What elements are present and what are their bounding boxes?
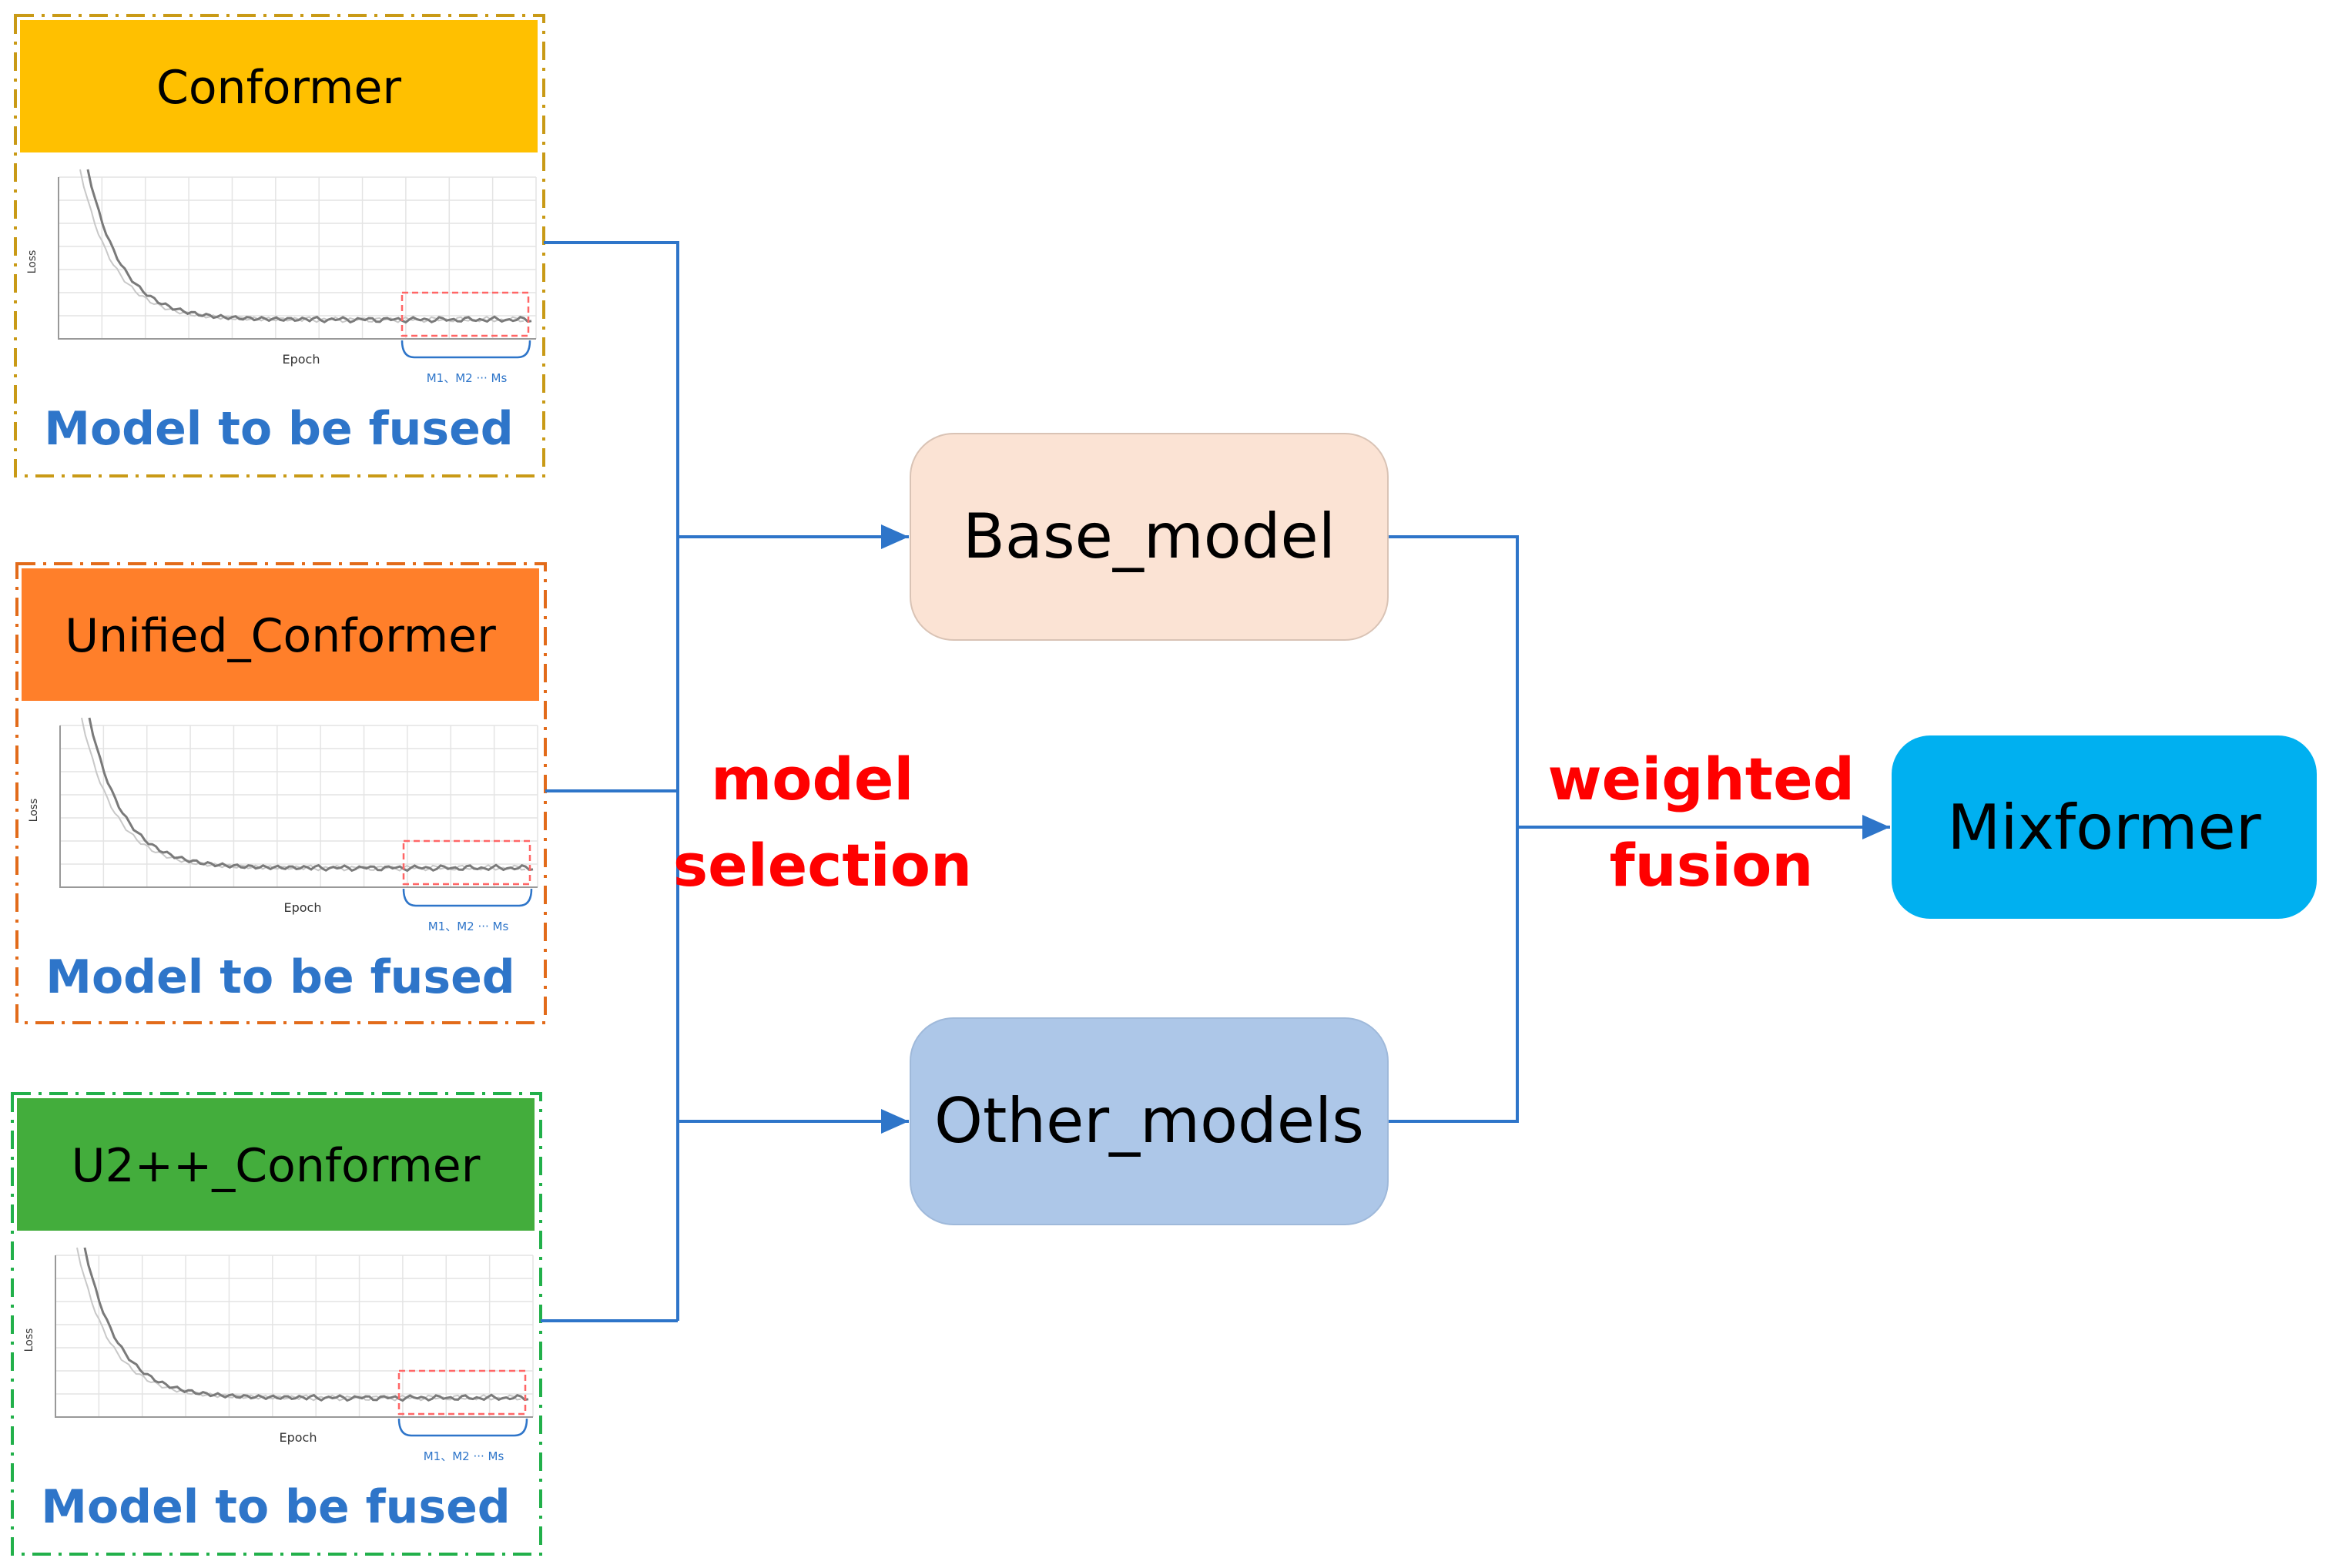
weighted-fusion-line-1: weighted (1547, 745, 1855, 813)
model-name: Unified_Conformer (65, 609, 496, 663)
loss-curve-plot: Loss Epoch M1、M2 ··· Ms (23, 1247, 534, 1463)
base-model-label: Base_model (963, 501, 1336, 572)
plot-axes (59, 725, 538, 888)
checkpoints-label: M1、M2 ··· Ms (428, 920, 509, 933)
connectors (541, 241, 1890, 1322)
loss-curve (88, 717, 534, 873)
panel-caption: Model to be fused (45, 950, 515, 1004)
model-panel-unified-conformer: Unified_Conformer Loss Epoch M1、M2 ··· M… (15, 562, 547, 1024)
weighted-fusion-label: weighted fusion (1547, 745, 1875, 900)
connector-base-to-fusion (1388, 535, 1519, 1123)
plot-xlabel: Epoch (283, 352, 320, 367)
mixformer-node: Mixformer (1892, 735, 2317, 919)
selected-checkpoints-box (402, 839, 531, 886)
other-models-label: Other_models (934, 1085, 1364, 1157)
panel-header (17, 1098, 535, 1231)
selected-checkpoints-box (401, 291, 530, 337)
plot-ylabel: Loss (26, 250, 39, 274)
panel-caption: Model to be fused (41, 1480, 511, 1534)
connector-conformer (544, 241, 679, 1321)
other-models-node: Other_models (910, 1017, 1389, 1225)
panel-frame (14, 14, 545, 477)
checkpoints-brace (397, 1418, 528, 1437)
selected-checkpoints-box (397, 1369, 527, 1416)
panel-caption: Model to be fused (44, 402, 514, 456)
loss-curve (83, 1247, 529, 1402)
plot-xlabel: Epoch (280, 1430, 317, 1445)
loss-curve (86, 169, 532, 324)
panel-frame (15, 562, 547, 1024)
plot-axes (55, 1255, 533, 1418)
panel-frame (11, 1092, 542, 1556)
model-selection-line-2: selection (673, 831, 972, 900)
base-model-node: Base_model (910, 433, 1389, 641)
checkpoints-brace (401, 340, 531, 359)
model-panel-u2pp-conformer: U2++_Conformer Loss Epoch M1、M2 ··· Ms M… (11, 1092, 542, 1556)
panel-header (22, 568, 539, 701)
model-panel-conformer: Conformer Loss Epoch M1、M2 ··· Ms Model … (14, 14, 545, 477)
plot-ylabel: Loss (23, 1328, 35, 1352)
model-name: U2++_Conformer (72, 1139, 481, 1193)
weighted-fusion-line-2: fusion (1610, 831, 1814, 900)
model-selection-label: model selection (673, 745, 972, 900)
mixformer-label: Mixformer (1947, 792, 2261, 863)
panel-header (20, 20, 538, 152)
model-selection-line-1: model (711, 745, 913, 813)
checkpoints-label: M1、M2 ··· Ms (424, 1449, 504, 1463)
plot-ylabel: Loss (28, 799, 40, 823)
checkpoints-label: M1、M2 ··· Ms (427, 371, 508, 385)
loss-curve-plot: Loss Epoch M1、M2 ··· Ms (26, 169, 537, 385)
checkpoints-brace (402, 888, 533, 907)
model-name: Conformer (156, 61, 401, 115)
loss-curve-plot: Loss Epoch M1、M2 ··· Ms (28, 717, 538, 933)
plot-axes (58, 177, 536, 340)
plot-xlabel: Epoch (284, 900, 322, 915)
